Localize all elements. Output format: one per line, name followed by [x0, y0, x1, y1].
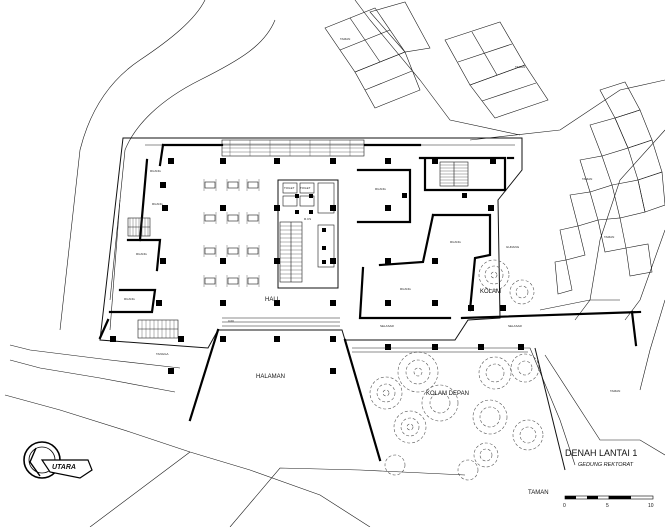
svg-text:TAMAN: TAMAN	[340, 37, 350, 41]
kolam-label: KOLAM	[480, 289, 501, 295]
svg-text:SELASAR: SELASAR	[380, 324, 395, 328]
svg-text:TAMAN: TAMAN	[515, 65, 525, 69]
stairs-left-2	[137, 319, 179, 339]
svg-text:RUANG: RUANG	[136, 252, 148, 256]
stairs-left-1	[127, 217, 151, 237]
drawing-title: DENAH LANTAI 1	[565, 448, 637, 458]
pool-circles	[369, 259, 544, 481]
taman-label: TAMAN	[528, 490, 549, 496]
svg-text:RUANG: RUANG	[375, 187, 387, 191]
svg-text:RUANG: RUANG	[124, 297, 136, 301]
site-parcels-right	[354, 0, 665, 456]
svg-text:TOILET: TOILET	[300, 186, 311, 190]
scale-tick-5: 5	[606, 503, 609, 509]
svg-text:RUANG: RUANG	[400, 287, 412, 291]
row-houses-right: TAMAN TAMAN	[554, 81, 665, 295]
svg-text:0.00: 0.00	[228, 319, 234, 323]
stairs-right	[439, 161, 469, 187]
svg-text:TOILET: TOILET	[284, 186, 295, 190]
kolam-depan-label: KOLAM DEPAN	[426, 391, 469, 397]
scale-bar: 0 5 10	[563, 495, 654, 509]
svg-text:RUANG: RUANG	[150, 169, 162, 173]
scale-tick-10: 10	[648, 503, 654, 509]
svg-text:SELASAR: SELASAR	[508, 324, 523, 328]
drawing-subtitle: GEDUNG REKTORAT	[578, 462, 634, 468]
svg-text:TAMAN: TAMAN	[582, 177, 592, 181]
walls	[98, 143, 642, 462]
north-label: UTARA	[52, 464, 76, 471]
svg-text:TAMAN: TAMAN	[610, 389, 620, 393]
space-labels: HALL HALAMAN KOLAM KOLAM DEPAN TAMAN	[256, 289, 549, 496]
site-road	[4, 0, 371, 527]
columns	[110, 158, 524, 374]
svg-text:TAMAN: TAMAN	[604, 235, 614, 239]
room-annotations: RUANG RUANG RUANG RUANG RUANG RUANG RUAN…	[124, 169, 620, 393]
svg-text:R.CS: R.CS	[304, 217, 311, 221]
entrance-steps	[222, 317, 340, 331]
hall-label: HALL	[265, 297, 281, 303]
parking-grid-a: TAMAN	[324, 1, 431, 109]
north-arrow: UTARA	[23, 441, 93, 479]
halaman-label: HALAMAN	[256, 374, 285, 380]
svg-text:RUANG: RUANG	[450, 240, 462, 244]
title-block: DENAH LANTAI 1 GEDUNG REKTORAT	[565, 448, 637, 468]
central-core: TOILET TOILET R.CS	[277, 179, 339, 289]
courtyard-boundary	[352, 347, 576, 476]
svg-text:GUDANG: GUDANG	[506, 245, 520, 249]
tables	[203, 179, 260, 287]
scale-tick-0: 0	[563, 503, 566, 509]
svg-text:TANGGA: TANGGA	[156, 352, 168, 356]
top-corridor	[221, 139, 365, 157]
svg-text:RUANG: RUANG	[152, 202, 164, 206]
parking-grid-b: TAMAN	[444, 21, 549, 119]
